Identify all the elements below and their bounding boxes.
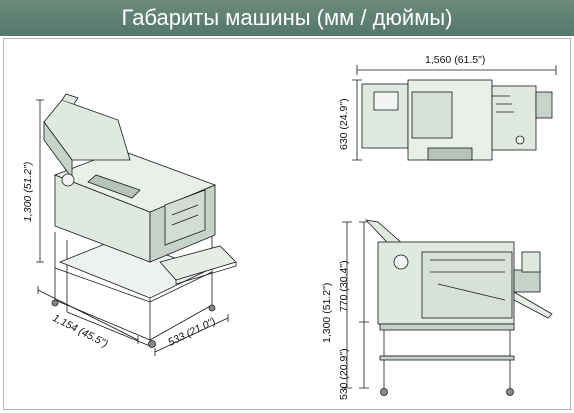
side-stacker	[521, 251, 541, 273]
iso-wheel	[51, 299, 59, 307]
side-lower-line	[359, 322, 369, 389]
side-total-line	[342, 221, 352, 389]
side-dial	[393, 254, 409, 270]
page-title: Габариты машины (мм / дюймы)	[121, 5, 453, 30]
side-lower-label: 530 (20.9")	[338, 348, 350, 400]
top-view	[352, 65, 557, 161]
iso-wheel	[148, 340, 156, 348]
iso-dial	[61, 173, 75, 187]
side-wheel	[380, 388, 388, 396]
side-wheel	[506, 388, 514, 396]
iso-height-label: 1,300 (51.2")	[22, 161, 34, 222]
side-view	[342, 219, 553, 396]
iso-height-line	[36, 99, 44, 263]
top-extension	[535, 91, 553, 119]
title-bar: Габариты машины (мм / дюймы)	[0, 0, 574, 36]
top-width-label: 1,560 (61.5")	[425, 54, 486, 66]
top-body-right	[491, 85, 537, 151]
side-total-label: 1,300 (51.2")	[321, 282, 333, 343]
top-depth-line	[352, 79, 362, 161]
side-upper-label: 770 (30.4")	[338, 260, 350, 312]
top-inner-panel	[411, 91, 453, 139]
iso-length-line	[37, 286, 139, 344]
side-stand-top	[379, 323, 515, 331]
iso-wheel	[208, 304, 216, 312]
iso-control-panel	[87, 174, 141, 199]
top-width-line	[356, 65, 557, 75]
side-upper-line	[359, 221, 369, 323]
isometric-view	[36, 93, 237, 356]
top-depth-label: 630 (24.9")	[338, 98, 350, 150]
top-control-panel	[427, 147, 473, 161]
iso-depth-line	[154, 314, 229, 356]
